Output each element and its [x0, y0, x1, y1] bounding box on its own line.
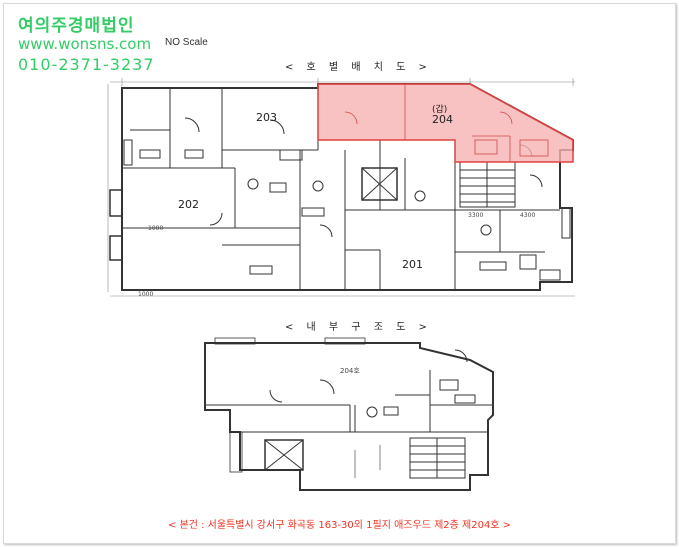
- layout-plan-title: < 호 별 배 치 도 >: [285, 62, 432, 73]
- unit-204-mark: (갑): [432, 105, 448, 115]
- unit-204-highlight: [317, 83, 574, 163]
- watermark-phone: 010-2371-3237: [18, 55, 155, 74]
- interior-plan: [204, 337, 494, 491]
- unit-label-201: 201: [402, 258, 423, 271]
- interior-plan-title: < 내 부 구 조 도 >: [285, 322, 432, 333]
- dimension-label: 3300: [468, 212, 484, 219]
- scale-note: NO Scale: [165, 37, 208, 48]
- unit-label-204: 204: [432, 113, 453, 126]
- unit-label-202: 202: [178, 198, 199, 211]
- watermark-url: www.wonsns.com: [18, 35, 152, 53]
- unit-label-203: 203: [256, 111, 277, 124]
- watermark-company: 여의주경매법인: [18, 16, 135, 36]
- unit-204-lines: [344, 84, 549, 162]
- dimension-label: 4300: [520, 212, 536, 219]
- interior-unit-label: 204호: [340, 367, 360, 375]
- dimension-label: 1000: [148, 225, 164, 232]
- dimension-label: 1000: [138, 291, 154, 298]
- property-address-footer: < 본건 : 서울특별시 강서구 화곡동 163-30외 1필지 애즈우드 제2…: [167, 520, 512, 531]
